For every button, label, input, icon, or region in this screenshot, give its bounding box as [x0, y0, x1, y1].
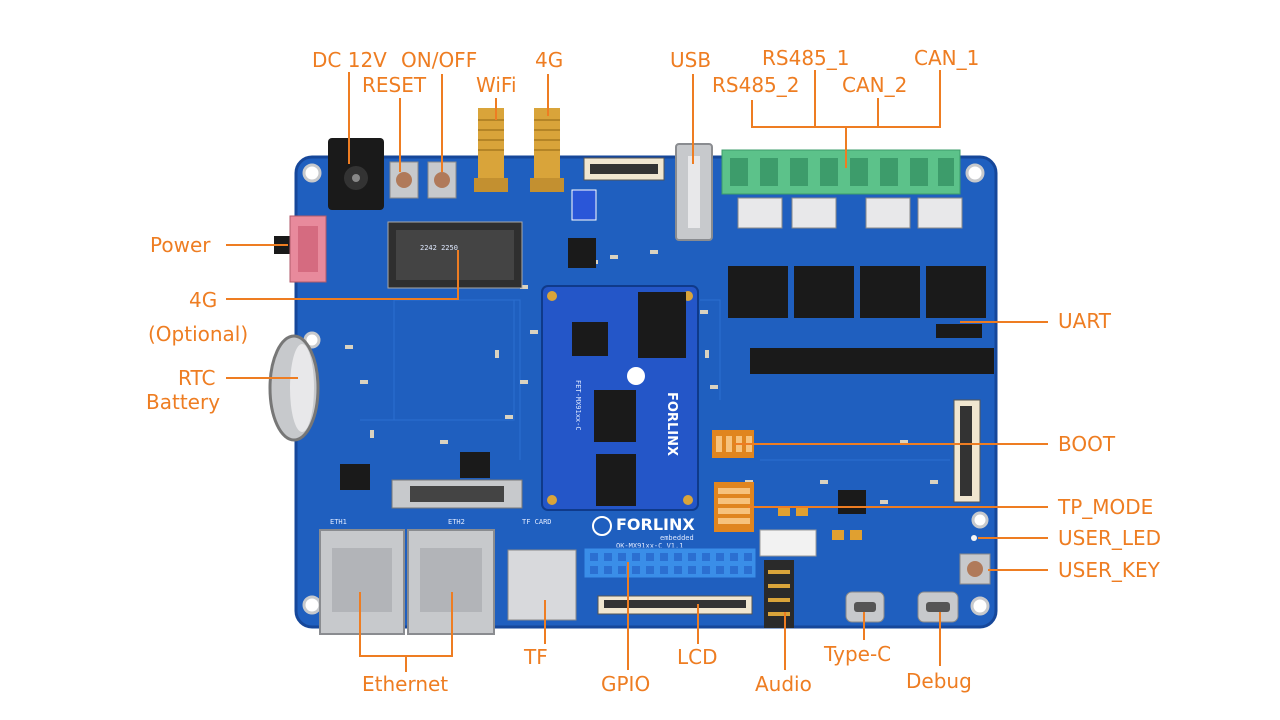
label-can-1: CAN_1: [914, 46, 979, 70]
som-model: FET-MX91xx-C: [574, 380, 582, 431]
type-c-port: [845, 591, 885, 623]
label-type-c: Type-C: [823, 642, 891, 666]
pin-header-small: [568, 238, 596, 268]
onoff-button: [427, 161, 457, 199]
rtc-battery-holder: [268, 334, 320, 442]
label-lcd: LCD: [677, 645, 718, 669]
mounting-hole: [971, 511, 989, 529]
label-can-2: CAN_2: [842, 73, 907, 97]
label-4g-optional-line2: (Optional): [148, 322, 248, 346]
mounting-hole: [965, 163, 985, 183]
latch-connector: [391, 479, 523, 509]
isolation-transceivers: [728, 197, 986, 318]
fpc-connector-right: [953, 399, 981, 503]
label-rs485-2: RS485_2: [712, 73, 800, 97]
mounting-hole: [970, 596, 990, 616]
som-logo: FORLINX: [664, 392, 679, 456]
label-boot: BOOT: [1058, 432, 1116, 456]
user-led: [971, 535, 977, 541]
board-model: OK-MX91xx-C V1.1: [616, 542, 683, 550]
label-4g-optional-line1: 4G: [189, 288, 217, 312]
label-dc12v: DC 12V: [312, 48, 387, 72]
label-reset: RESET: [362, 73, 427, 97]
label-user-key: USER_KEY: [1058, 558, 1161, 582]
label-tf: TF: [523, 645, 548, 669]
gpio-header-right: [750, 348, 994, 374]
eth2-marking: ETH2: [448, 518, 465, 526]
label-wifi: WiFi: [476, 73, 517, 97]
tf-card-marking: TF CARD: [522, 518, 552, 526]
eth-phy-chip: [340, 464, 370, 490]
lcd-connector: [597, 595, 753, 615]
label-usb: USB: [670, 48, 711, 72]
gpio-header: [583, 547, 757, 579]
label-debug: Debug: [906, 669, 972, 693]
label-rtc-line2: Battery: [146, 390, 220, 414]
label-audio: Audio: [755, 672, 812, 696]
label-rs485-1: RS485_1: [762, 46, 850, 70]
eth-phy-chip: [460, 452, 490, 478]
label-ethernet: Ethernet: [362, 672, 448, 696]
tf-slot: TF CARD: [507, 518, 577, 621]
label-gpio: GPIO: [601, 672, 650, 696]
4g-antenna-connector: [530, 108, 564, 192]
mounting-hole: [302, 595, 322, 615]
label-uart: UART: [1058, 309, 1112, 333]
blue-potentiometer: [571, 189, 597, 221]
fpc-connector-top: [583, 157, 665, 181]
usb-connector: [675, 143, 713, 241]
mounting-hole: [302, 163, 322, 183]
labels: DC 12V RESET ON/OFF WiFi 4G USB RS485_1 …: [146, 46, 1161, 696]
label-onoff: ON/OFF: [401, 48, 477, 72]
label-user-led: USER_LED: [1058, 526, 1161, 550]
reset-button: [389, 161, 419, 199]
forlinx-logo-sub: embedded: [660, 534, 694, 542]
label-4g-top: 4G: [535, 48, 563, 72]
leader-lines: [226, 70, 1048, 672]
label-rtc-line1: RTC: [178, 366, 215, 390]
chip: [838, 490, 866, 514]
ethernet-ports: ETH1 ETH2: [319, 518, 495, 635]
debug-port: [917, 591, 959, 623]
capacitors: [778, 506, 862, 540]
m2-slot: 2242 2250: [387, 221, 523, 289]
dc-jack: [328, 138, 384, 210]
audio-jack: [764, 560, 794, 628]
power-switch: [274, 215, 327, 283]
label-power: Power: [150, 233, 211, 257]
tp-mode-switch: [714, 482, 754, 532]
uart-header: [936, 324, 982, 338]
user-key: [959, 553, 991, 585]
terminal-block: [721, 149, 961, 195]
white-connector: [759, 529, 817, 557]
board-logo: FORLINX embedded OK-MX91xx-C V1.1: [592, 515, 695, 550]
eth1-marking: ETH1: [330, 518, 347, 526]
m2-marking: 2242 2250: [420, 244, 458, 252]
label-tp-mode: TP_MODE: [1057, 495, 1153, 519]
wifi-antenna-connector: [474, 108, 508, 192]
som-module: FORLINX FET-MX91xx-C: [541, 285, 699, 511]
forlinx-logo: FORLINX: [616, 515, 695, 534]
